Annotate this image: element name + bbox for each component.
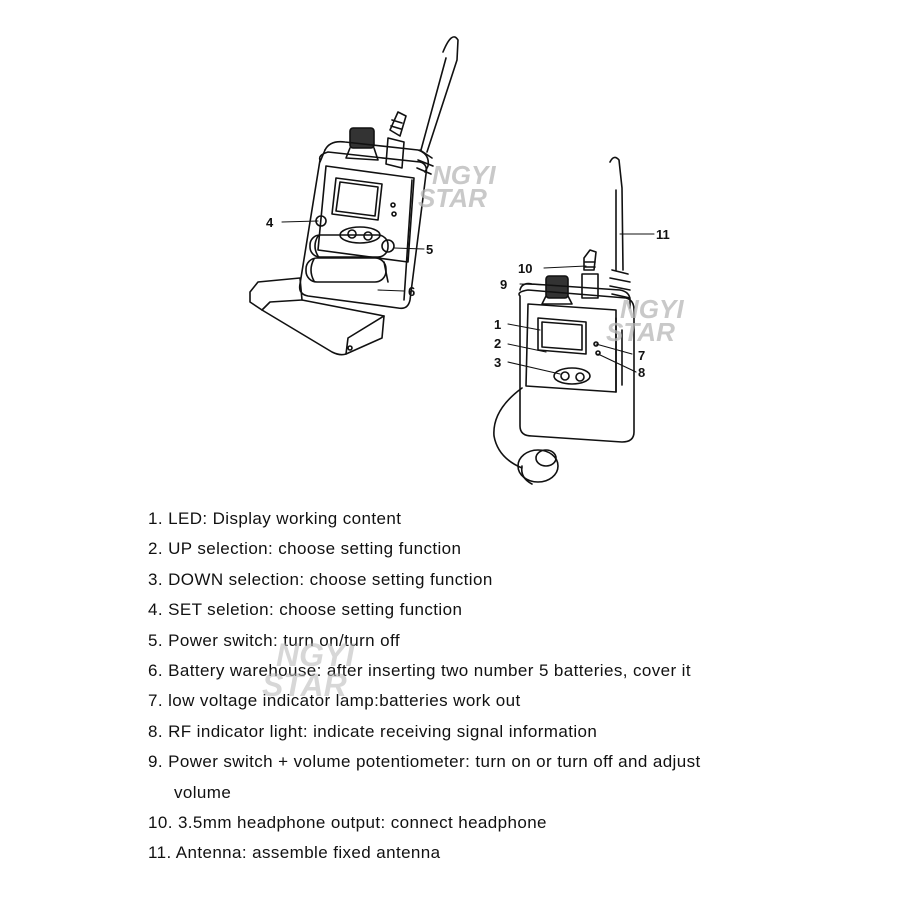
watermark-line1: NGYI: [432, 160, 496, 190]
watermark-line2: STAR: [418, 183, 487, 213]
legend-item-9: 9. Power switch + volume potentiometer: …: [148, 752, 701, 772]
legend-item-7: 7. low voltage indicator lamp:batteries …: [148, 691, 521, 711]
legend-item-6: 6. Battery warehouse: after inserting tw…: [148, 661, 691, 681]
watermark-device-2: NGYI STAR: [606, 294, 684, 347]
feature-legend: 1. LED: Display working content 2. UP se…: [148, 504, 868, 869]
callout-3: 3: [494, 355, 501, 370]
callout-11: 11: [656, 227, 670, 242]
callout-numbers: 4 5 6 11 10 9 1 2 3 7 8: [266, 215, 670, 380]
legend-item-8: 8. RF indicator light: indicate receivin…: [148, 721, 598, 741]
callout-5: 5: [426, 242, 433, 257]
callout-9: 9: [500, 277, 507, 292]
legend-item-11: 11. Antenna: assemble fixed antenna: [148, 843, 441, 863]
watermark-line2: STAR: [606, 317, 675, 347]
callout-8: 8: [638, 365, 645, 380]
closed-receiver-illustration: [493, 156, 635, 485]
legend-item-5: 5. Power switch: turn on/turn off: [148, 630, 400, 650]
open-receiver-illustration: [249, 36, 459, 356]
callout-4: 4: [266, 215, 274, 230]
callout-2: 2: [494, 336, 501, 351]
watermark-device-1: NGYI STAR: [418, 160, 496, 213]
callout-leaders: [281, 220, 655, 375]
legend-item-1: 1. LED: Display working content: [148, 509, 402, 528]
legend-item-4: 4. SET seletion: choose setting function: [148, 600, 463, 620]
legend-item-3: 3. DOWN selection: choose setting functi…: [148, 569, 493, 589]
callout-6: 6: [408, 284, 415, 299]
watermark-line1: NGYI: [620, 294, 684, 324]
legend-item-2: 2. UP selection: choose setting function: [148, 539, 462, 559]
callout-1: 1: [494, 317, 501, 332]
callout-10: 10: [518, 261, 532, 276]
legend-item-10: 10. 3.5mm headphone output: connect head…: [148, 813, 547, 833]
device-diagram: NGYI STAR NGYI STAR 4 5 6 11 10 9 1 2 3 …: [249, 36, 684, 485]
diagram-svg: NGYI STAR NGYI STAR 4 5 6 11 10 9 1 2 3 …: [249, 36, 684, 485]
legend-item-9-continued: volume: [174, 782, 232, 802]
callout-7: 7: [638, 348, 645, 363]
